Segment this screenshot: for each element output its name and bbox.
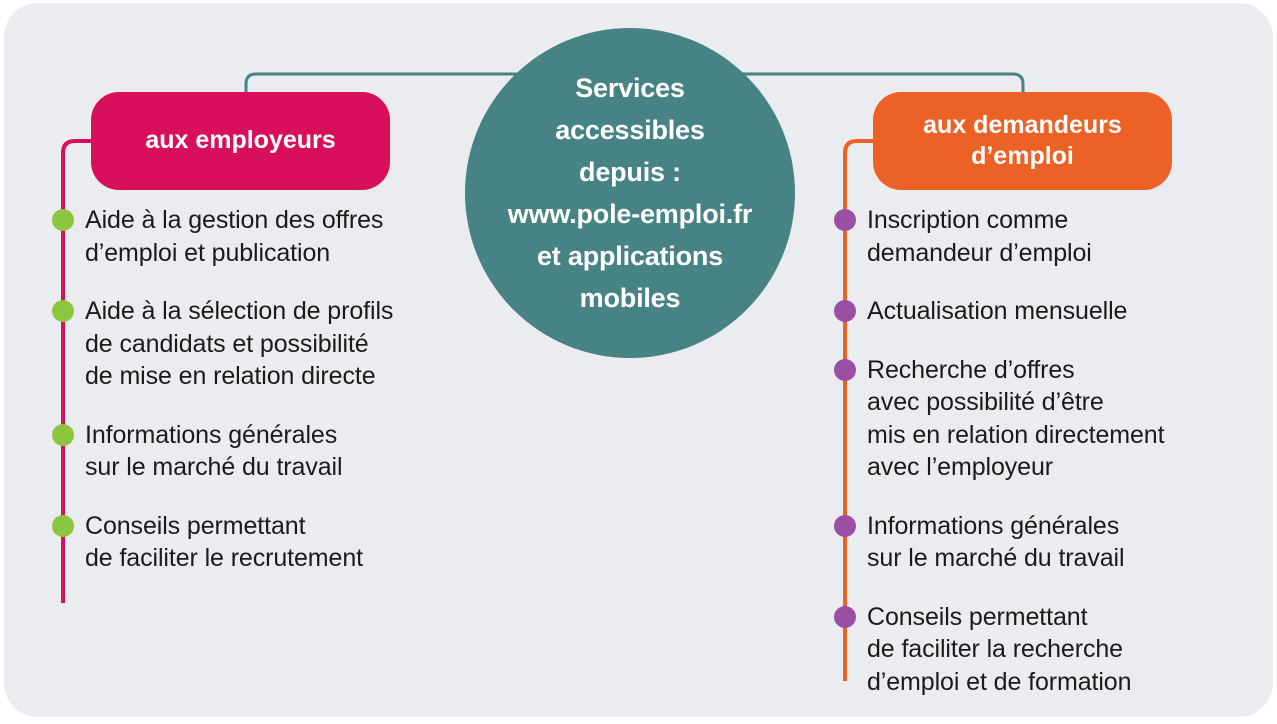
list-item: Aide à la gestion des offres d’emploi et… bbox=[52, 204, 472, 269]
bullet-icon bbox=[834, 605, 856, 628]
list-item-label: Actualisation mensuelle bbox=[867, 297, 1128, 325]
bullet-icon bbox=[52, 514, 74, 537]
list-item: Recherche d’offres avec possibilité d’êt… bbox=[834, 354, 1254, 484]
bullet-icon bbox=[834, 209, 856, 231]
list-item-label: Recherche d’offres avec possibilité d’êt… bbox=[867, 355, 1165, 482]
branch-list-demandeurs: Inscription comme demandeur d’emploi Act… bbox=[834, 204, 1254, 724]
branch-header-demandeurs[interactable]: aux demandeurs d’emploi bbox=[873, 92, 1172, 190]
list-item: Conseils permettant de faciliter la rech… bbox=[834, 601, 1254, 699]
list-item-label: Conseils permettant de faciliter le recr… bbox=[85, 511, 363, 573]
central-hub-label: Services accessibles depuis : www.pole-e… bbox=[507, 72, 753, 314]
list-item-label: Inscription comme demandeur d’emploi bbox=[867, 206, 1092, 267]
central-hub: Services accessibles depuis : www.pole-e… bbox=[465, 28, 795, 358]
list-item-label: Aide à la sélection de profils de candid… bbox=[85, 297, 394, 390]
list-item-label: Informations générales sur le marché du … bbox=[85, 420, 343, 482]
branch-header-employeurs-label: aux employeurs bbox=[145, 126, 336, 155]
list-item: Actualisation mensuelle bbox=[834, 295, 1254, 328]
list-item-label: Aide à la gestion des offres d’emploi et… bbox=[85, 206, 384, 267]
bullet-icon bbox=[834, 358, 856, 381]
branch-header-employeurs[interactable]: aux employeurs bbox=[91, 92, 390, 190]
list-item: Conseils permettant de faciliter le recr… bbox=[52, 510, 472, 575]
bullet-icon bbox=[834, 300, 856, 322]
bullet-icon bbox=[52, 423, 74, 446]
list-item: Inscription comme demandeur d’emploi bbox=[834, 204, 1254, 269]
branch-list-employeurs: Aide à la gestion des offres d’emploi et… bbox=[52, 204, 472, 601]
bullet-icon bbox=[52, 209, 74, 231]
list-item: Informations générales sur le marché du … bbox=[834, 510, 1254, 575]
bullet-icon bbox=[834, 514, 856, 537]
bullet-icon bbox=[52, 300, 74, 322]
list-item-label: Informations générales sur le marché du … bbox=[867, 511, 1125, 573]
list-item: Informations générales sur le marché du … bbox=[52, 419, 472, 484]
list-item-label: Conseils permettant de faciliter la rech… bbox=[867, 602, 1132, 696]
list-item: Aide à la sélection de profils de candid… bbox=[52, 295, 472, 393]
branch-header-demandeurs-label: aux demandeurs d’emploi bbox=[923, 110, 1122, 171]
